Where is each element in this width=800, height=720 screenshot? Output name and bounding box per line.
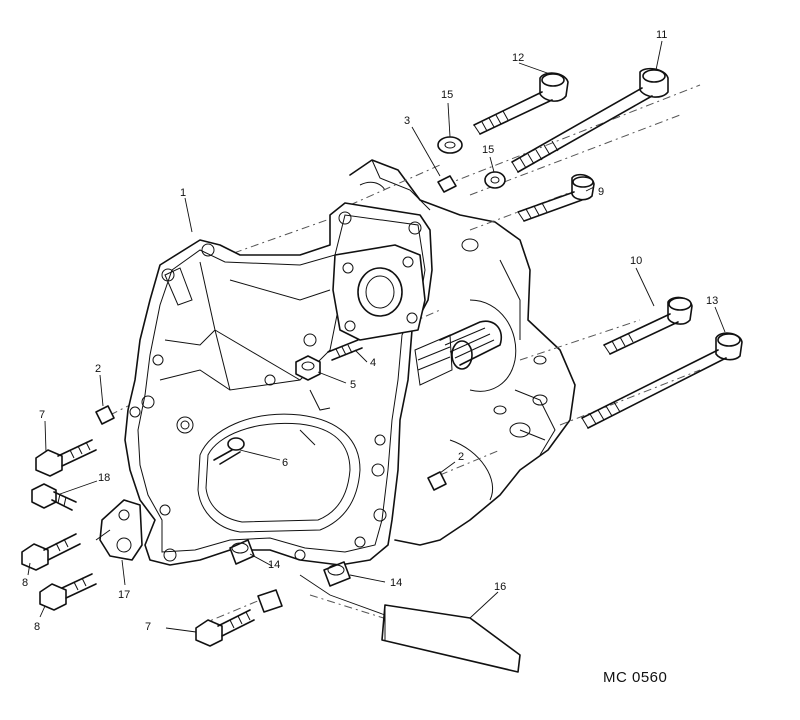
leader-lines <box>27 40 726 633</box>
bolt-8a <box>21 533 81 571</box>
bolt-11 <box>511 67 669 173</box>
callouts: 1 2 2 3 4 5 6 7 7 8 8 9 10 11 12 13 14 1… <box>22 29 718 633</box>
callout-6: 6 <box>282 457 288 469</box>
callout-7-upper: 7 <box>39 409 45 421</box>
callout-14-right: 14 <box>390 577 402 589</box>
bolt-18 <box>31 483 77 511</box>
stud-4 <box>327 339 363 361</box>
callout-11: 11 <box>656 29 667 41</box>
callout-18: 18 <box>98 472 110 484</box>
callout-8-lower: 8 <box>34 621 40 633</box>
washer-15b <box>484 171 506 189</box>
dowel-2 <box>95 405 115 425</box>
bolt-7b <box>195 609 255 647</box>
callout-13: 13 <box>706 295 718 307</box>
front-cover-plate <box>124 202 433 566</box>
callout-15-lower: 15 <box>482 144 494 156</box>
bolt-6 <box>213 437 245 465</box>
callout-9: 9 <box>598 186 604 198</box>
bolt-8b <box>39 573 97 611</box>
reference-code: MC 0560 <box>603 669 667 686</box>
bolt-7a <box>35 439 97 477</box>
callout-5: 5 <box>350 379 356 391</box>
callout-7-lower: 7 <box>145 621 151 633</box>
rear-housing <box>349 159 576 546</box>
callout-1: 1 <box>180 187 186 199</box>
callout-2-second: 2 <box>458 451 464 463</box>
callout-16: 16 <box>494 581 506 593</box>
bolt-13 <box>581 332 743 429</box>
bush-lower <box>257 589 283 613</box>
bush-14b <box>323 561 351 587</box>
bolt-9 <box>517 173 595 222</box>
bolt-12 <box>473 72 569 135</box>
callout-2: 2 <box>95 363 101 375</box>
callout-14-left: 14 <box>268 559 280 571</box>
callout-4: 4 <box>370 357 376 369</box>
callout-12: 12 <box>512 52 524 64</box>
callout-8-upper: 8 <box>22 577 28 589</box>
dowel-2b <box>427 471 447 491</box>
callout-17: 17 <box>118 589 130 601</box>
callout-3: 3 <box>404 115 410 127</box>
washer-15a <box>437 136 463 154</box>
callout-10: 10 <box>630 255 642 267</box>
nut-5 <box>295 355 321 381</box>
callout-15-upper: 15 <box>441 89 453 101</box>
dowel-3 <box>437 175 457 193</box>
pad-16 <box>381 604 521 673</box>
bolt-10 <box>603 296 693 355</box>
bracket-17 <box>95 499 143 561</box>
